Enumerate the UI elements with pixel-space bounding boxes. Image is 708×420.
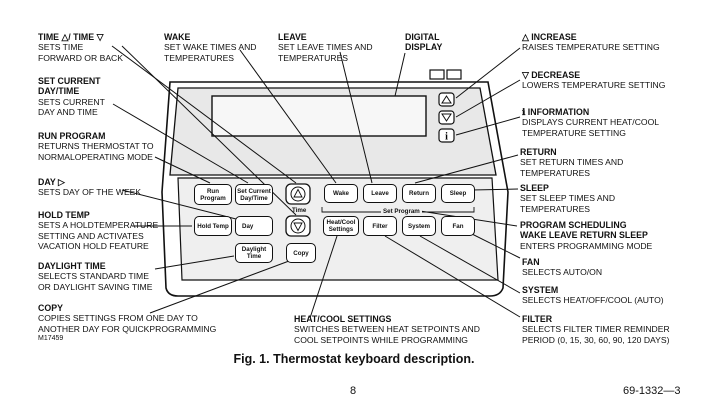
- label-hold-temp: HOLD TEMP SETS A HOLDTEMPERATURE SETTING…: [38, 210, 159, 252]
- label-system: SYSTEM SELECTS HEAT/OFF/COOL (AUTO): [522, 285, 664, 306]
- increase-button: [438, 92, 455, 107]
- label-filter: FILTER SELECTS FILTER TIMER REMINDER PER…: [522, 314, 670, 345]
- fan-button[interactable]: Fan: [441, 216, 475, 236]
- label-information: ℹ INFORMATION DISPLAYS CURRENT HEAT/COOL…: [522, 107, 660, 138]
- day-button[interactable]: Day: [235, 216, 273, 236]
- decrease-button: [438, 110, 455, 125]
- label-return: RETURN SET RETURN TIMES AND TEMPERATURES: [520, 147, 624, 178]
- sleep-button[interactable]: Sleep: [441, 184, 475, 203]
- label-heat-cool-settings: HEAT/COOL SETTINGS SWITCHES BETWEEN HEAT…: [294, 314, 480, 345]
- label-fan: FAN SELECTS AUTO/ON: [522, 257, 603, 278]
- label-copy: COPY COPIES SETTINGS FROM ONE DAY TO ANO…: [38, 303, 217, 334]
- label-daylight-time: DAYLIGHT TIME SELECTS STANDARD TIME OR D…: [38, 261, 153, 292]
- filter-button[interactable]: Filter: [363, 216, 397, 236]
- label-program-scheduling: PROGRAM SCHEDULING WAKE LEAVE RETURN SLE…: [520, 220, 653, 251]
- return-button[interactable]: Return: [402, 184, 436, 203]
- information-button: [438, 128, 455, 143]
- time-label: Time: [292, 207, 307, 214]
- svg-text:i: i: [445, 132, 448, 143]
- label-wake: WAKE SET WAKE TIMES AND TEMPERATURES: [164, 32, 257, 63]
- time-down-button: [285, 215, 311, 237]
- copy-button[interactable]: Copy: [286, 243, 316, 263]
- wake-button[interactable]: Wake: [324, 184, 358, 203]
- time-up-button: [285, 183, 311, 205]
- label-decrease: ▽ DECREASE LOWERS TEMPERATURE SETTING: [522, 70, 666, 91]
- document-number: 69-1332—3: [623, 385, 681, 397]
- figure-caption: Fig. 1. Thermostat keyboard description.: [233, 352, 475, 366]
- leave-button[interactable]: Leave: [363, 184, 397, 203]
- label-increase: △ INCREASE RAISES TEMPERATURE SETTING: [522, 32, 660, 53]
- set-program-label: Set Program: [381, 208, 422, 215]
- label-digital-display: DIGITAL DISPLAY: [405, 32, 443, 53]
- label-leave: LEAVE SET LEAVE TIMES AND TEMPERATURES: [278, 32, 373, 63]
- label-time: TIME △/ TIME ▽ SETS TIME FORWARD OR BACK: [38, 32, 123, 63]
- label-set-current-day-time: SET CURRENT DAY/TIME SETS CURRENT DAY AN…: [38, 76, 105, 118]
- hold-temp-button[interactable]: Hold Temp: [194, 216, 232, 236]
- label-day: DAY ▷ SETS DAY OF THE WEEK: [38, 177, 142, 198]
- label-run-program: RUN PROGRAM RETURNS THERMOSTAT TO NORMAL…: [38, 131, 154, 162]
- figure-id: M17459: [38, 335, 64, 342]
- digital-display: [211, 95, 427, 137]
- system-button[interactable]: System: [402, 216, 436, 236]
- page-number: 8: [350, 385, 357, 397]
- label-sleep: SLEEP SET SLEEP TIMES AND TEMPERATURES: [520, 183, 616, 214]
